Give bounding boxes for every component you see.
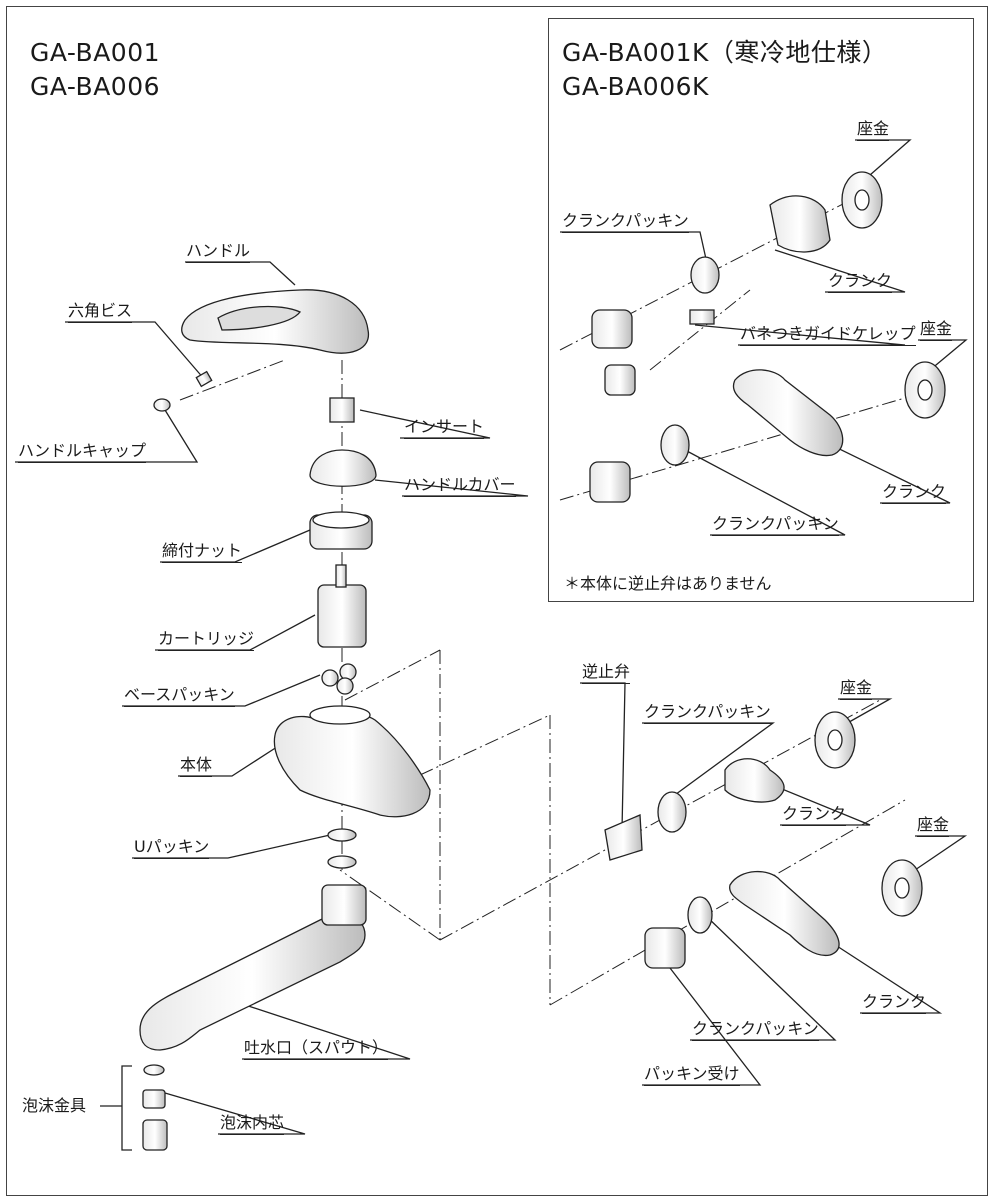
label-handle-cover: ハンドルカバー — [404, 475, 516, 497]
label-tightening-nut: 締付ナット — [162, 541, 243, 563]
label-packing-seat: パッキン受け — [644, 1064, 740, 1086]
label-crank-inset-1: クランク — [828, 271, 893, 293]
spout-part — [139, 914, 366, 1051]
label-washer-inset-2: 座金 — [920, 319, 953, 341]
inset-model-number-1: GA-BA001K（寒冷地仕様） — [562, 38, 888, 67]
label-crank-inset-2: クランク — [882, 482, 947, 504]
label-crank-main: クランク — [782, 804, 847, 826]
label-crank-packing-inset-1: クランクパッキン — [562, 211, 689, 233]
label-washer-lower: 座金 — [917, 815, 950, 837]
label-hex-screw: 六角ビス — [68, 301, 133, 323]
diagram-frame — [6, 6, 988, 1196]
label-crank-packing-lower: クランクパッキン — [692, 1019, 819, 1041]
inset-note: ＊本体に逆止弁はありません — [564, 574, 772, 593]
label-u-packing: Uパッキン — [134, 837, 210, 859]
label-crank-packing-main: クランクパッキン — [644, 702, 771, 724]
label-washer-inset-1: 座金 — [857, 119, 890, 141]
cold-region-inset-box — [548, 18, 974, 602]
label-spout: 吐水口（スパウト） — [244, 1038, 389, 1060]
label-handle: ハンドル — [186, 241, 251, 263]
aerator-bracket — [121, 1065, 132, 1151]
model-number-1: GA-BA001 — [30, 38, 161, 67]
label-check-valve: 逆止弁 — [582, 662, 631, 684]
label-base-packing: ベースパッキン — [124, 685, 235, 707]
leader-handle — [185, 261, 296, 286]
label-crank-lower: クランク — [862, 992, 927, 1014]
body-part — [273, 712, 431, 818]
label-washer-main: 座金 — [840, 678, 873, 700]
inset-model-number-2: GA-BA006K — [562, 72, 709, 101]
model-number-2: GA-BA006 — [30, 72, 161, 101]
label-insert: インサート — [404, 417, 485, 439]
label-crank-packing-inset-2: クランクパッキン — [712, 514, 839, 536]
label-aerator-core: 泡沫内芯 — [220, 1113, 285, 1135]
label-cartridge: カートリッジ — [158, 629, 255, 651]
label-aerator-set: 泡沫金具 — [22, 1096, 87, 1115]
label-spring-guide-cap: バネつきガイドケレップ — [740, 324, 916, 346]
label-handle-cap: ハンドルキャップ — [18, 441, 147, 463]
label-body: 本体 — [180, 755, 213, 777]
